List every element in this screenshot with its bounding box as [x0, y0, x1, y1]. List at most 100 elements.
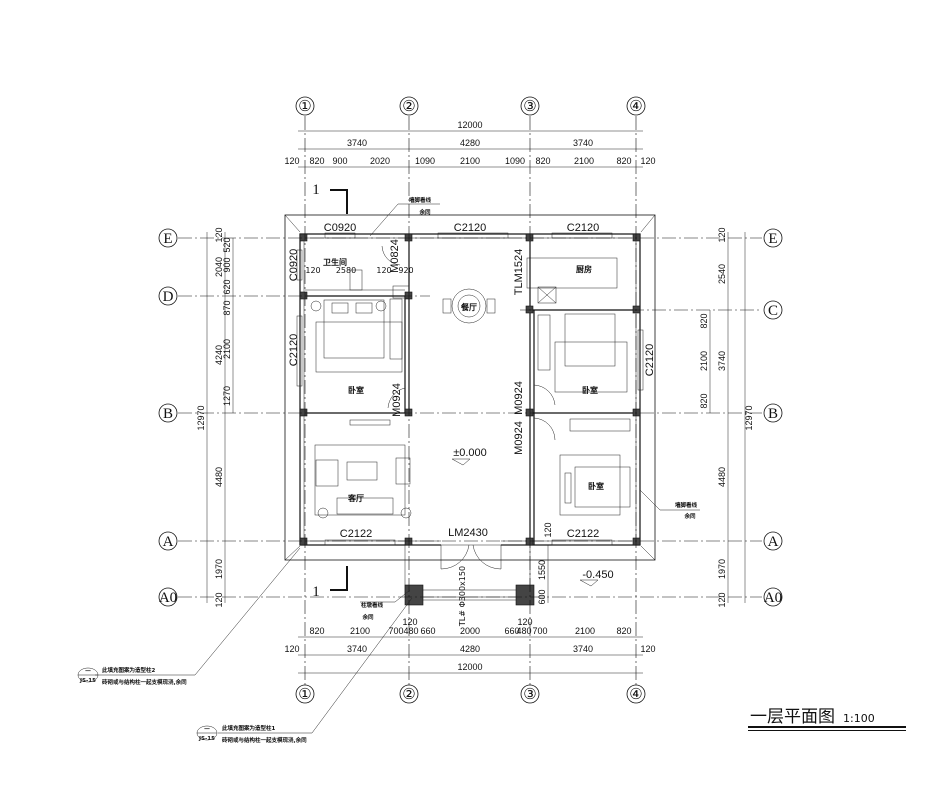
window-c2120-top-mid: C2120 [454, 222, 486, 234]
dim-left-detail: 620 [222, 279, 232, 294]
dim-bottom-bay: 120 [640, 644, 655, 654]
dim-top-detail: 2100 [460, 156, 480, 166]
window-c2122-left: C2122 [340, 528, 372, 540]
axis-bottom-2: ② [402, 687, 415, 703]
axis-left-0-bubble [158, 228, 178, 248]
axis-right-1-bubble [763, 300, 783, 320]
axis-right-0-bubble [763, 228, 783, 248]
title-text: 一层平面图 [750, 707, 835, 727]
dim-left-bay: 120 [214, 592, 224, 607]
dim-bottom-detail: 820 [616, 626, 631, 636]
axis-left-0: E [163, 231, 172, 247]
bath-dim: 120 [376, 266, 391, 275]
level-outside: -0.450 [582, 569, 613, 581]
axis-right-2-bubble [763, 403, 783, 423]
door-m0924-b: M0924 [513, 381, 525, 415]
axis-lines [178, 116, 762, 685]
axis-top-1-bubble [295, 96, 315, 116]
dim-left-detail: 1270 [222, 386, 232, 406]
room-dining: 餐厅 [460, 302, 477, 312]
detail-bubble-1-top: 一 [204, 727, 210, 733]
porch-beam-label: TL# Φ300x150 [458, 566, 467, 627]
dim-bottom-detail: 2000 [460, 626, 480, 636]
axis-left-3: A [163, 534, 174, 550]
dim-right-bay: 4480 [717, 467, 727, 487]
door-m0924-a: M0924 [391, 383, 403, 417]
title-underline-thin [748, 730, 906, 731]
axis-bottom-2-bubble [399, 684, 419, 704]
door-lm2430: LM2430 [448, 527, 488, 539]
dim-top-detail: 820 [535, 156, 550, 166]
dim-left-bay: 1970 [214, 559, 224, 579]
note-eave-right-2: 余同 [683, 512, 696, 520]
axis-left-2: B [163, 406, 173, 422]
room-living: 客厅 [347, 493, 364, 503]
note-eave-top-2: 余同 [418, 208, 431, 216]
dim-right-bay: 2540 [717, 264, 727, 284]
dim-top-bay: 3740 [573, 138, 593, 148]
dim-porch-1550: 1550 [537, 560, 547, 580]
room-bedroom-se: 卧室 [588, 481, 604, 491]
dim-bottom-bay: 3740 [347, 644, 367, 654]
axis-bottom-3: ③ [523, 687, 536, 703]
dim-top-detail: 820 [309, 156, 324, 166]
dim-bottom-bay: 4280 [460, 644, 480, 654]
dim-right-bay: 120 [717, 227, 727, 242]
window-c2120-right: C2120 [644, 344, 656, 376]
note-detail1-2: 砖砌或与结构柱一起支模现浇,余同 [222, 736, 307, 744]
axis-right-4-bubble [763, 587, 783, 607]
note-eave-right: 墙脚看线 [675, 501, 698, 509]
dim-bottom-detail: 480 [516, 626, 531, 636]
dim-right-detail: 820 [699, 313, 709, 328]
level-floor: ±0.000 [453, 447, 487, 459]
axis-bottom-1: ① [298, 687, 311, 703]
dim-right-bay: 3740 [717, 351, 727, 371]
section-mark-top-label: 1 [312, 182, 320, 198]
dim-top-detail: 820 [616, 156, 631, 166]
axis-left-3-bubble [158, 531, 178, 551]
dim-left-bay: 4240 [214, 345, 224, 365]
dim-top-bay: 4280 [460, 138, 480, 148]
window-c2120-top-right: C2120 [567, 222, 599, 234]
dim-left-detail: 520 [222, 237, 232, 252]
dim-top-detail: 900 [332, 156, 347, 166]
dim-bottom-detail: 660 [420, 626, 435, 636]
bath-dim: 120 [305, 266, 320, 275]
dim-left-bay: 4480 [214, 467, 224, 487]
dim-left-detail: 870 [222, 300, 232, 315]
dim-bottom-detail: 2100 [575, 626, 595, 636]
dim-right-bay: 120 [717, 592, 727, 607]
axis-right-3-bubble [763, 531, 783, 551]
axis-bottom-3-bubble [520, 684, 540, 704]
dim-bottom-small: 120 [517, 617, 532, 627]
dim-top-detail: 1090 [415, 156, 435, 166]
axis-bottom-4-bubble [626, 684, 646, 704]
axis-right-0: E [768, 231, 777, 247]
bath-dim: 2580 [336, 266, 356, 275]
section-mark-bottom-label: 1 [312, 584, 320, 600]
dim-right-detail: 820 [699, 393, 709, 408]
detail-bubble-1-bottom: JS-15 [198, 736, 215, 742]
axis-top-1: ① [298, 99, 311, 115]
window-c2122-right: C2122 [567, 528, 599, 540]
dim-left-detail: 900 [222, 257, 232, 272]
bath-dim: 920 [398, 266, 413, 275]
dim-left-bay: 120 [214, 227, 224, 242]
axis-left-1: D [163, 289, 174, 305]
dim-top-bay: 3740 [347, 138, 367, 148]
axis-left-1-bubble [158, 286, 178, 306]
dim-left-detail: 2100 [222, 339, 232, 359]
axis-right-3: A [768, 534, 779, 550]
dim-left-total: 12970 [196, 405, 206, 430]
dim-top-detail: 2100 [574, 156, 594, 166]
door-m0924-c: M0924 [513, 421, 525, 455]
axis-top-2: ② [402, 99, 415, 115]
dim-bottom-bay: 3740 [573, 644, 593, 654]
dim-top-detail: 2020 [370, 156, 390, 166]
note-detail2: 此填充图案为造型柱2 [102, 666, 156, 674]
note-eave-top: 墙脚看线 [409, 196, 432, 204]
axis-top-2-bubble [399, 96, 419, 116]
furniture [305, 257, 631, 519]
